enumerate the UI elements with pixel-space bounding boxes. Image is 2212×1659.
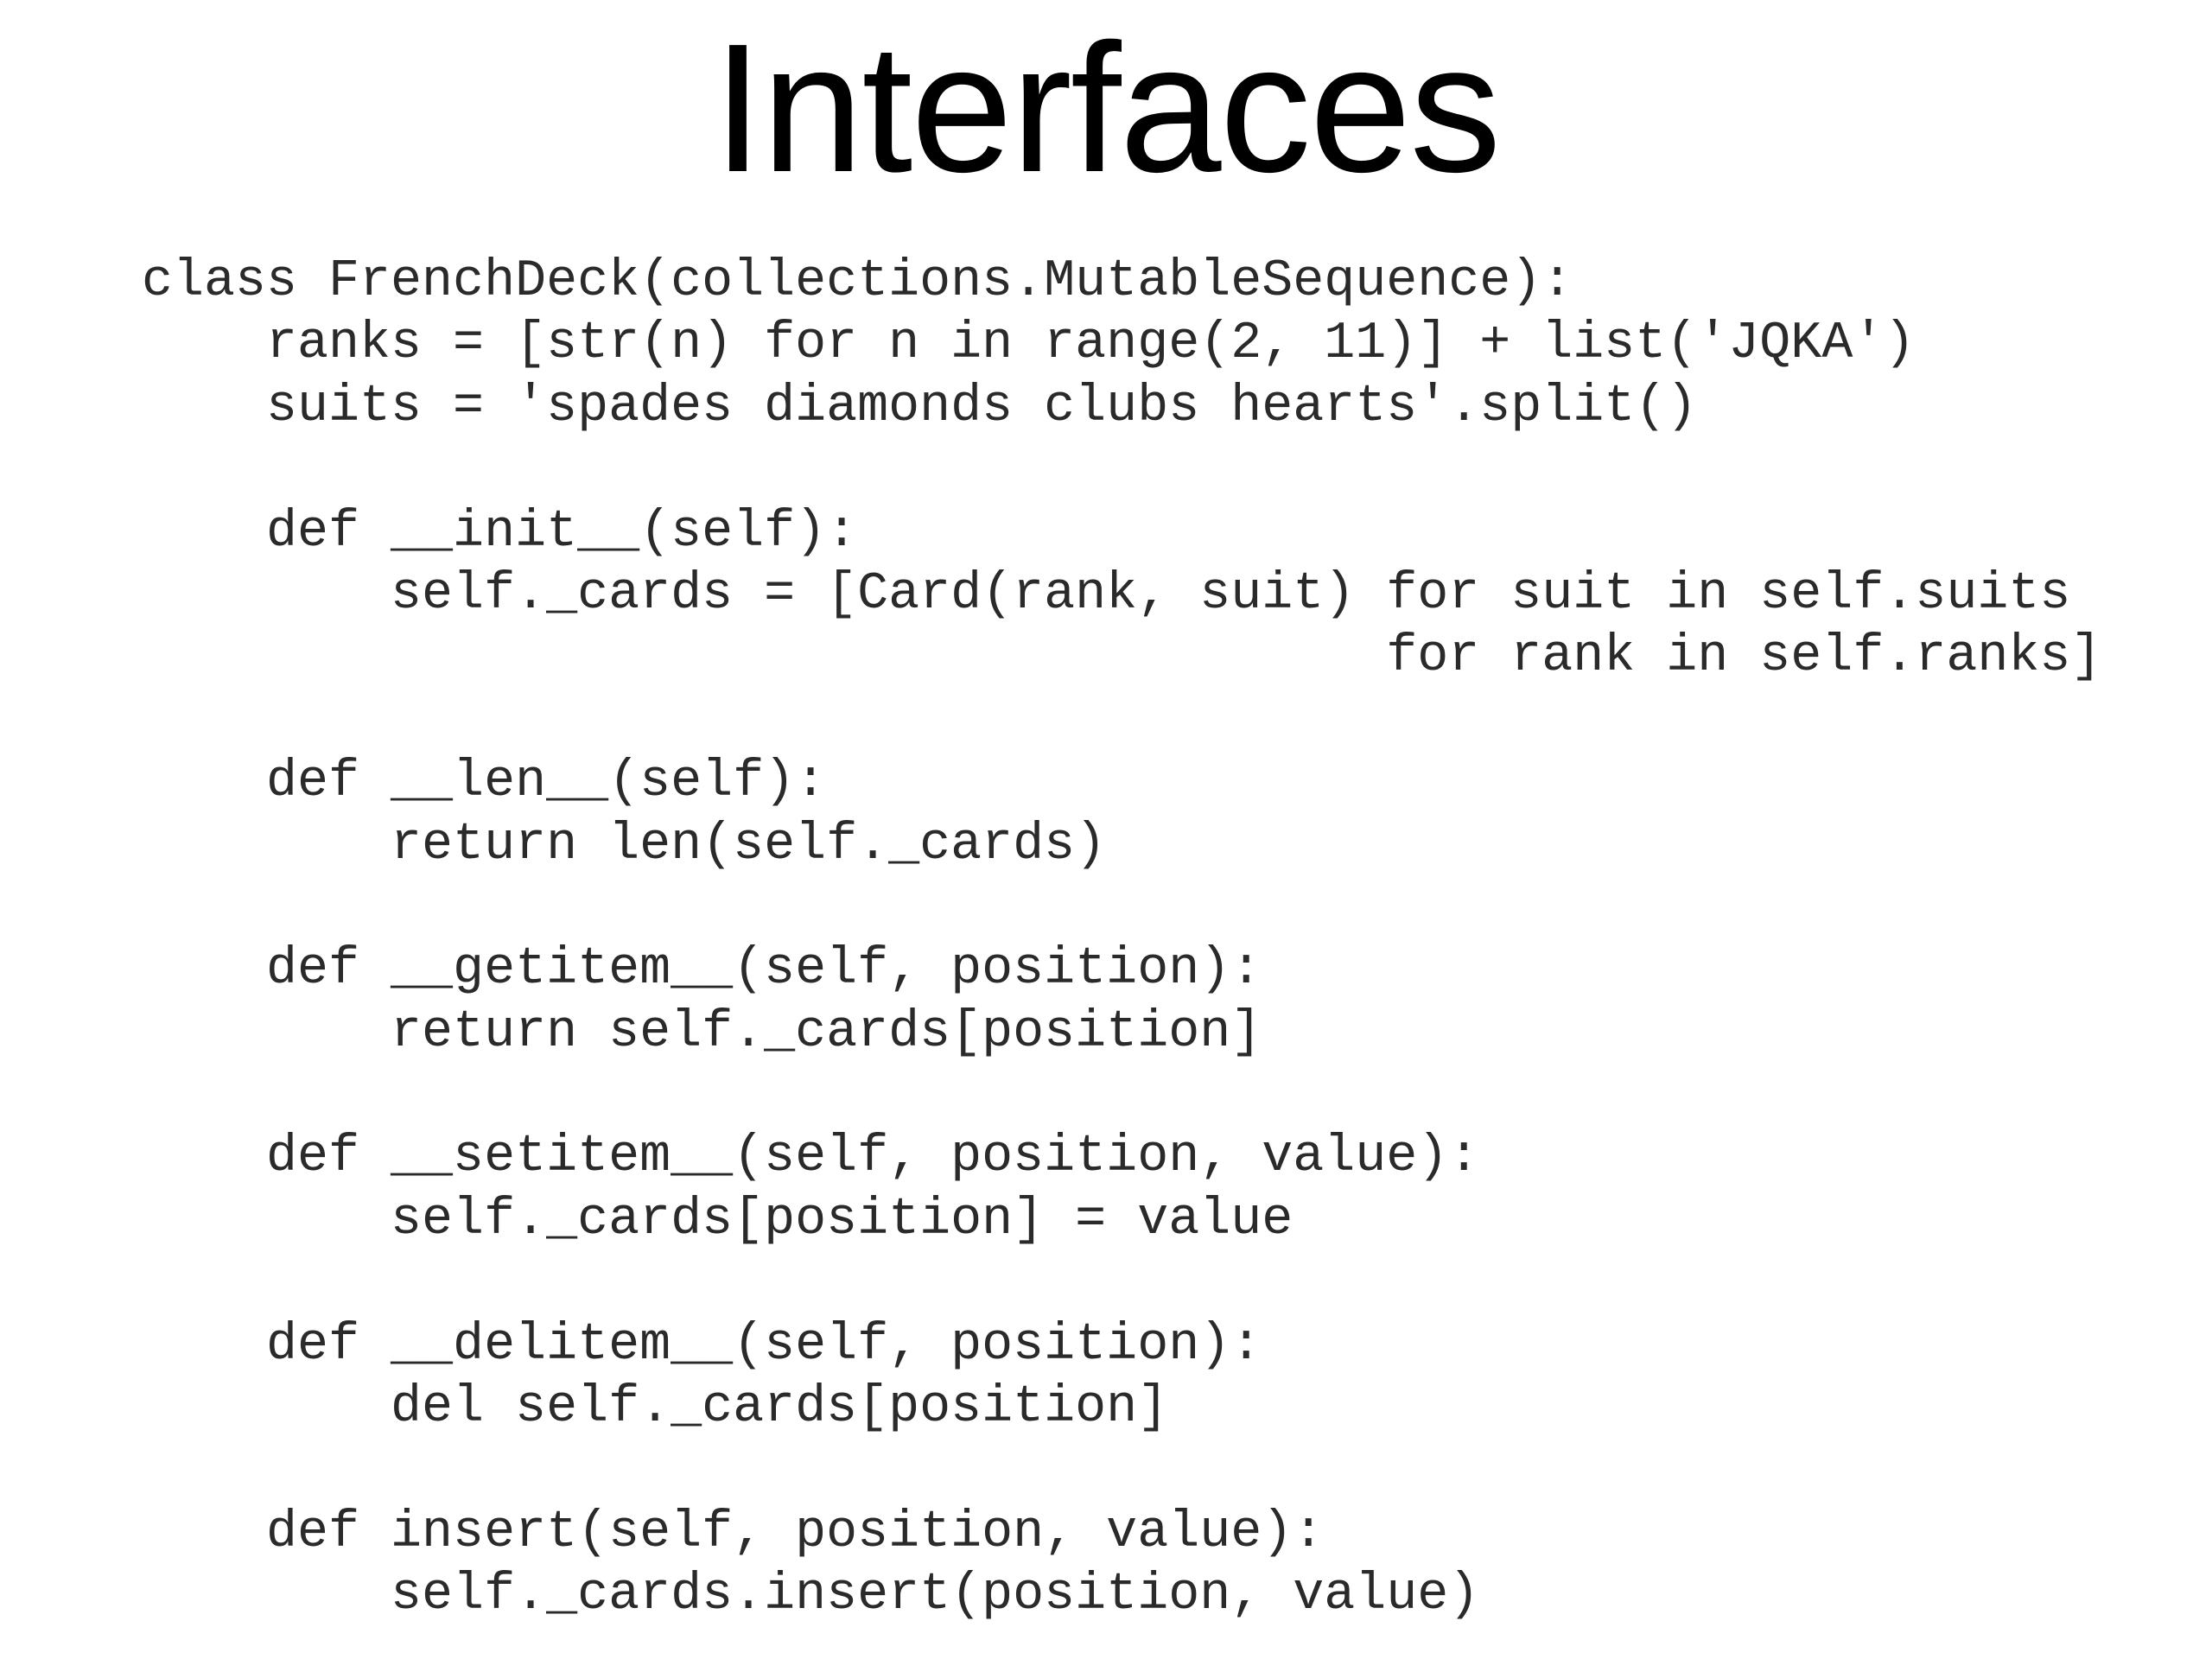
- code-block: class FrenchDeck(collections.MutableSequ…: [142, 251, 2101, 1627]
- code-line: suits = 'spades diamonds clubs hearts'.s…: [142, 377, 1698, 436]
- code-line: def __len__(self):: [142, 753, 827, 812]
- code-line: ranks = [str(n) for n in range(2, 11)] +…: [142, 315, 1916, 374]
- code-line: def __delitem__(self, position):: [142, 1315, 1262, 1375]
- code-line: [142, 689, 2101, 751]
- code-line: self._cards[position] = value: [142, 1190, 1294, 1249]
- code-line: [142, 876, 2101, 938]
- code-line: [142, 1251, 2101, 1313]
- code-line: [142, 1439, 2101, 1501]
- code-line: return self._cards[position]: [142, 1002, 1262, 1062]
- code-line: def __getitem__(self, position):: [142, 940, 1262, 1000]
- code-line: def insert(self, position, value):: [142, 1503, 1325, 1562]
- slide-title: Interfaces: [712, 5, 1502, 210]
- code-line: class FrenchDeck(collections.MutableSequ…: [142, 252, 1573, 311]
- code-line: [142, 438, 2101, 500]
- code-line: return len(self._cards): [142, 815, 1107, 874]
- code-line: self._cards.insert(position, value): [142, 1566, 1480, 1625]
- code-line: [142, 1064, 2101, 1126]
- code-line: del self._cards[position]: [142, 1378, 1169, 1438]
- code-line: def __init__(self):: [142, 502, 858, 562]
- code-line: for rank in self.ranks]: [142, 627, 2102, 687]
- code-line: self._cards = [Card(rank, suit) for suit…: [142, 564, 2071, 624]
- code-line: def __setitem__(self, position, value):: [142, 1128, 1480, 1187]
